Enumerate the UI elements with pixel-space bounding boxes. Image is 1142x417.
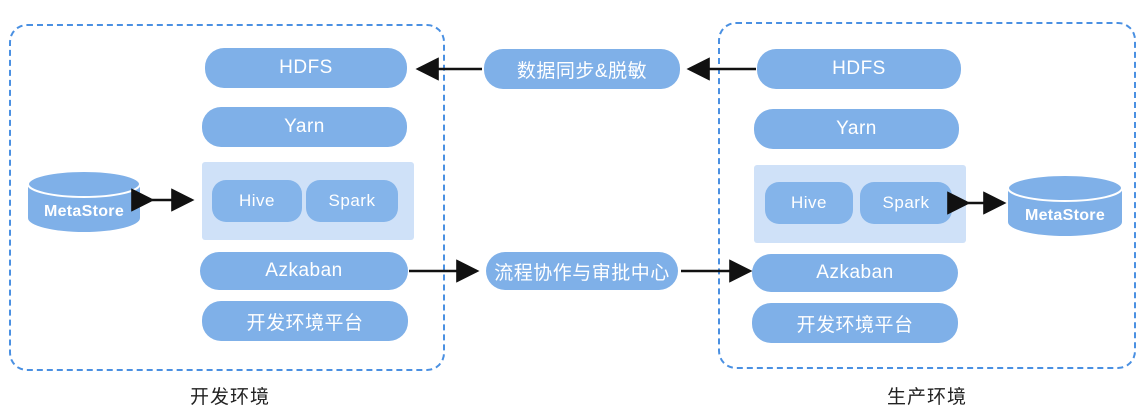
component-prod-spark[interactable]: Spark — [860, 182, 952, 224]
connector-workflow-approval[interactable]: 流程协作与审批中心 — [486, 252, 678, 290]
environment-caption-dev: 开发环境 — [189, 387, 270, 408]
component-prod-hdfs[interactable]: HDFS — [757, 49, 961, 89]
component-dev-hive[interactable]: Hive — [212, 180, 302, 222]
metastore-dev[interactable]: MetaStore — [26, 170, 142, 232]
component-dev-spark[interactable]: Spark — [306, 180, 398, 222]
environment-frame-dev — [9, 24, 445, 371]
component-dev-yarn[interactable]: Yarn — [202, 107, 407, 147]
component-dev-azkaban[interactable]: Azkaban — [200, 252, 408, 290]
metastore-prod[interactable]: MetaStore — [1006, 174, 1124, 236]
database-cylinder-icon — [1007, 174, 1123, 236]
database-cylinder-icon — [27, 170, 141, 232]
environment-caption-prod: 生产环境 — [886, 387, 967, 408]
component-dev-hdfs[interactable]: HDFS — [205, 48, 407, 88]
environment-frame-prod — [718, 22, 1136, 369]
component-prod-yarn[interactable]: Yarn — [754, 109, 959, 149]
component-dev-platform[interactable]: 开发环境平台 — [202, 301, 408, 341]
component-prod-platform[interactable]: 开发环境平台 — [752, 303, 958, 343]
connector-data-sync[interactable]: 数据同步&脱敏 — [484, 49, 680, 89]
component-prod-azkaban[interactable]: Azkaban — [752, 254, 958, 292]
component-prod-hive[interactable]: Hive — [765, 182, 853, 224]
